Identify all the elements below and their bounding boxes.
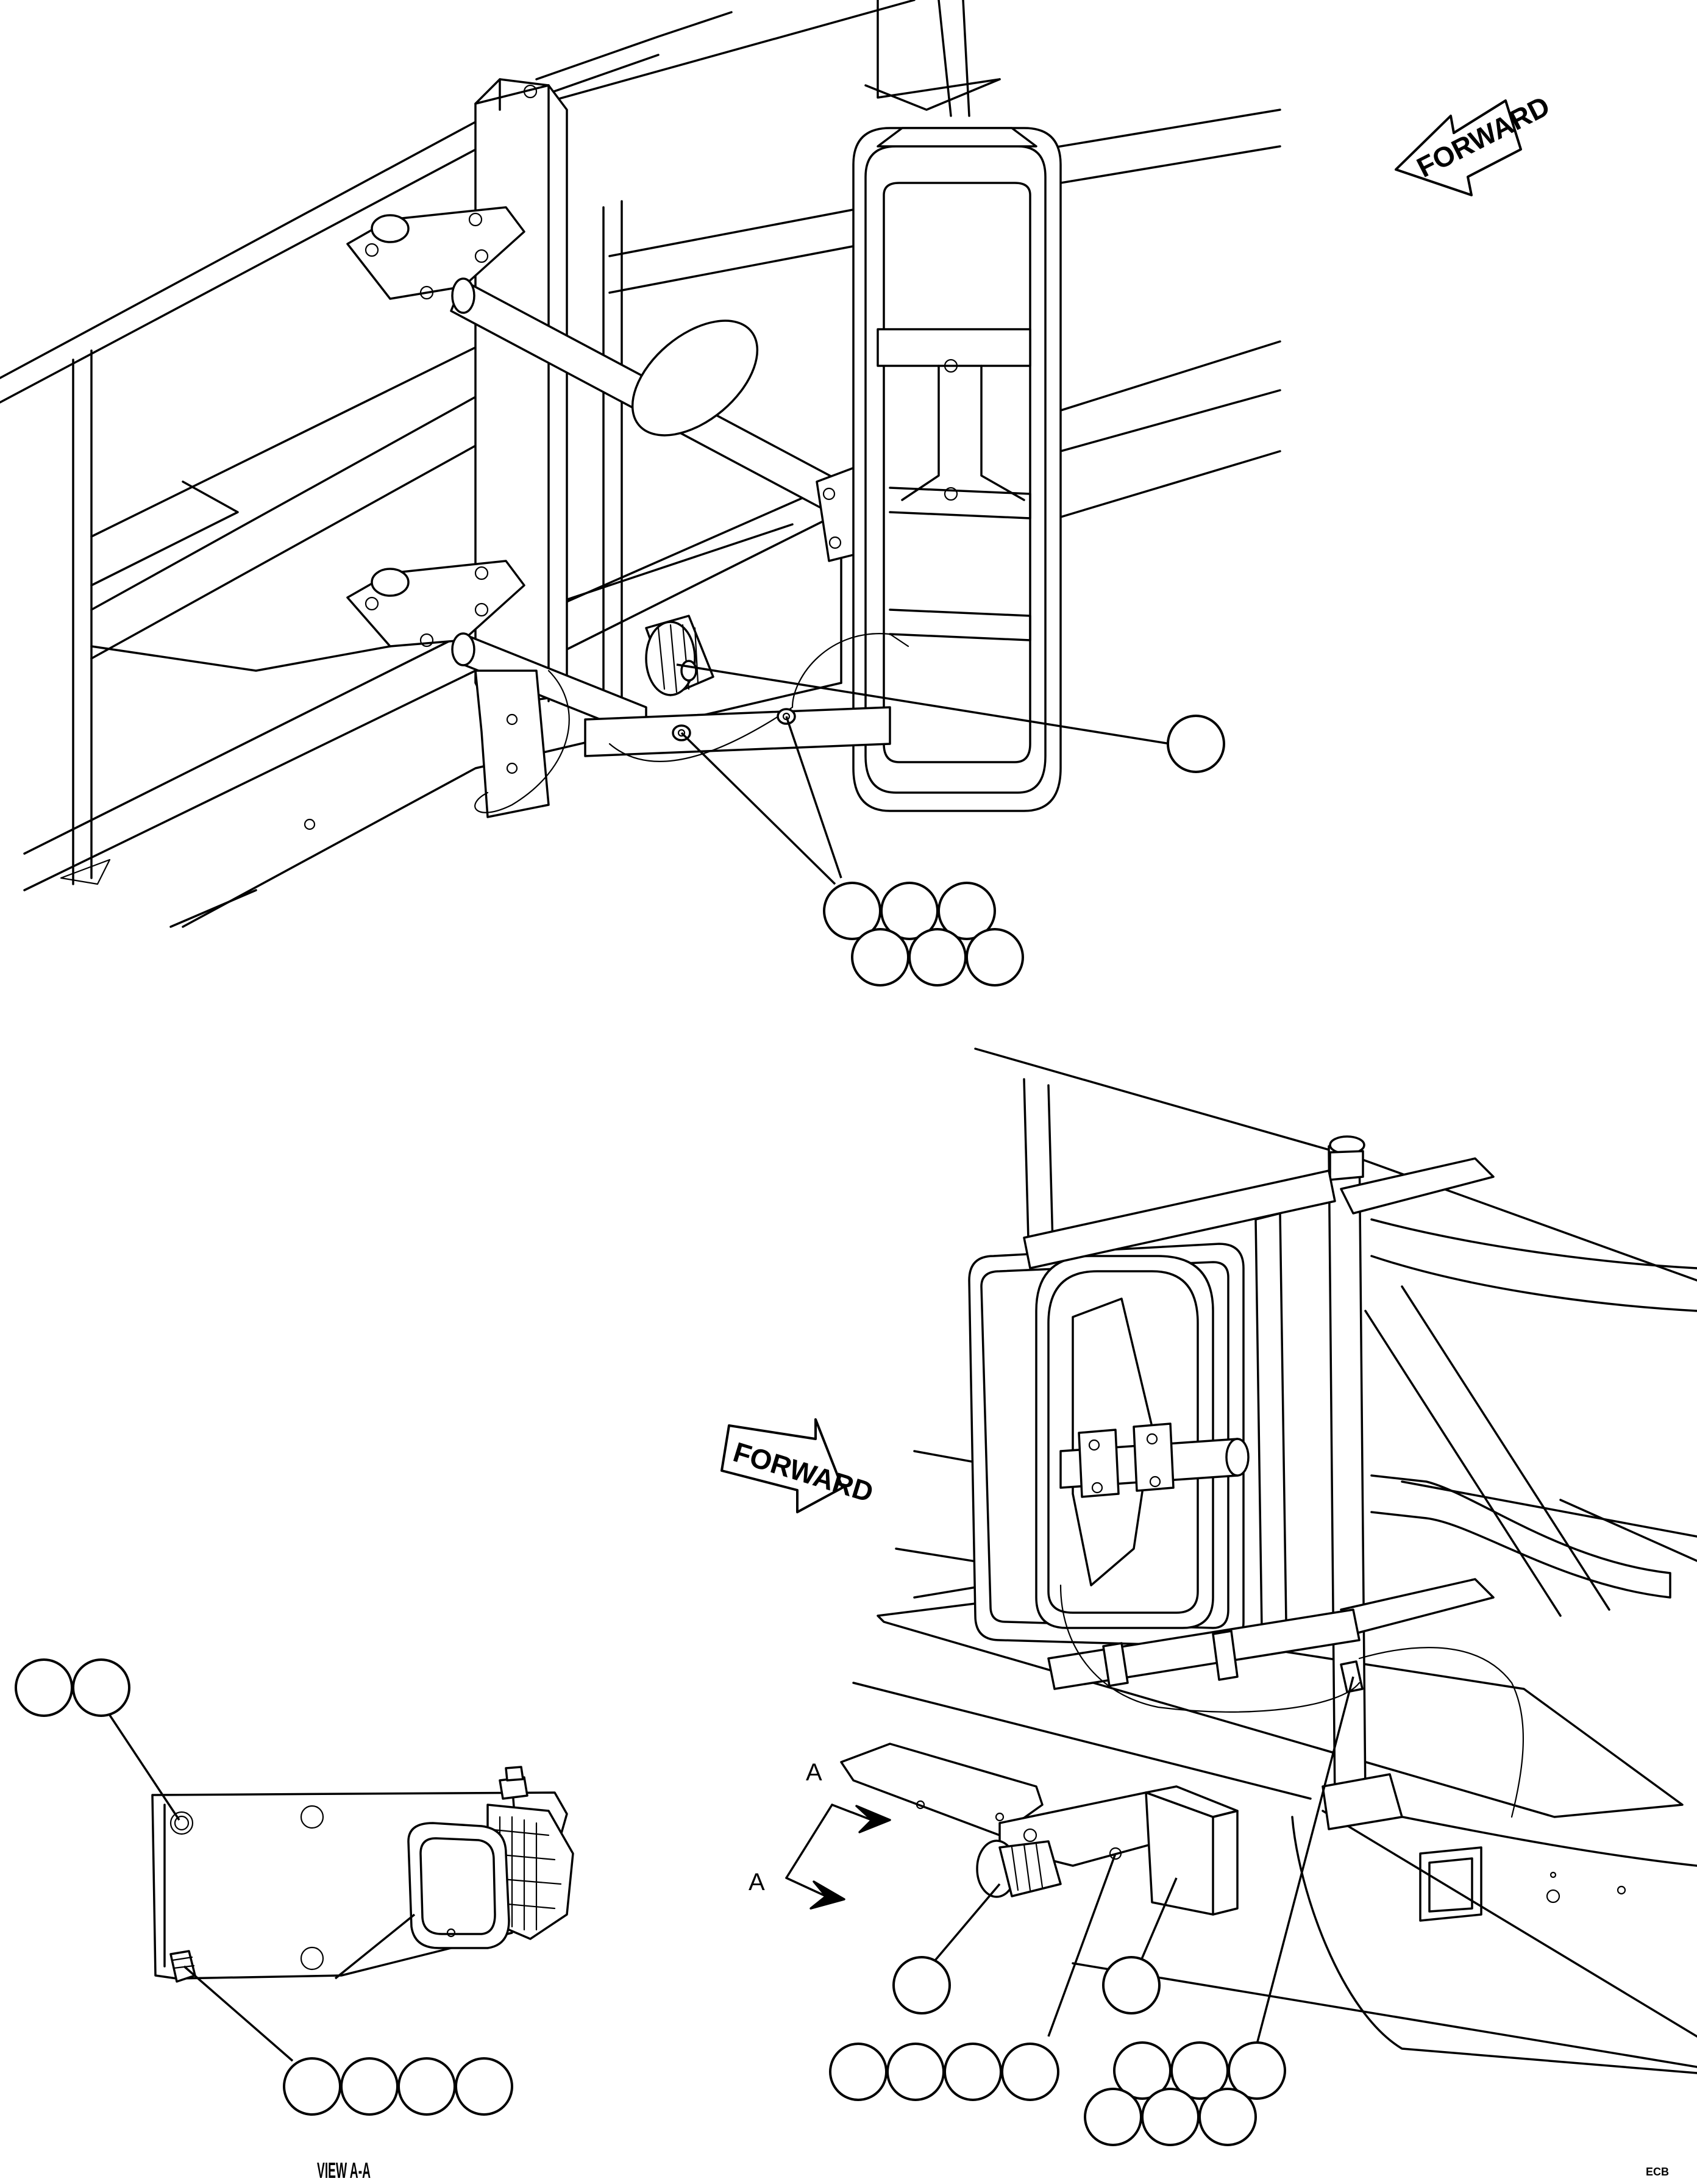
leader-view-screw bbox=[183, 1965, 294, 2062]
callout-group-lower-fasteners bbox=[829, 2043, 1059, 2101]
section-cut-indicator: A A bbox=[749, 1759, 891, 1910]
figure-code: ECB bbox=[1646, 2166, 1669, 2178]
callout-group-view-screw bbox=[283, 2057, 513, 2116]
callout-lower-light bbox=[892, 1956, 951, 2014]
lower-mirror bbox=[968, 1169, 1336, 1647]
platform-frame bbox=[0, 0, 1281, 928]
callout-upper-light bbox=[1167, 715, 1225, 773]
upper-work-light bbox=[645, 615, 714, 696]
view-a-a-light bbox=[407, 1804, 574, 1949]
leader-view-light bbox=[334, 1913, 416, 1980]
upper-clamps bbox=[346, 206, 525, 648]
leader-lower-bracket bbox=[1139, 1877, 1178, 1964]
callout-group-upper-clips bbox=[823, 882, 1024, 987]
lower-view: A A FORWARD bbox=[720, 1047, 1697, 2146]
lower-work-light bbox=[976, 1828, 1122, 1898]
leader-upper-clip-b bbox=[785, 716, 842, 879]
section-label-upper: A bbox=[806, 1759, 822, 1786]
leader-lower-light bbox=[931, 1883, 1001, 1965]
section-arrow-icon bbox=[809, 1880, 845, 1910]
leader-lower-clip bbox=[1047, 1853, 1117, 2037]
lower-post bbox=[1322, 1135, 1495, 1830]
leader-upper-clip-a bbox=[680, 732, 836, 885]
section-arrow-icon bbox=[855, 1805, 891, 1833]
callout-group-lower-arm bbox=[1084, 2041, 1286, 2146]
lower-arm bbox=[1047, 1584, 1524, 1818]
forward-arrow-icon: FORWARD bbox=[1395, 90, 1555, 196]
leader-view-hole bbox=[107, 1713, 180, 1821]
bolt-top bbox=[499, 1766, 528, 1824]
section-label-lower: A bbox=[749, 1869, 765, 1896]
bumper bbox=[840, 1743, 1626, 1922]
floor-plate bbox=[852, 1602, 1697, 2074]
upper-view: FORWARD bbox=[0, 0, 1555, 987]
callout-group-view-hole bbox=[15, 1658, 130, 1717]
upper-mirror bbox=[852, 127, 1062, 812]
callout-lower-bracket bbox=[1102, 1956, 1161, 2014]
leader-upper-light bbox=[676, 663, 1171, 745]
view-caption: VIEW A-A bbox=[317, 2158, 371, 2183]
view-a-a: VIEW A-A bbox=[15, 1658, 574, 2183]
leader-lower-arm-clip bbox=[1254, 1676, 1354, 2049]
forward-arrow-icon: FORWARD bbox=[720, 1418, 877, 1513]
